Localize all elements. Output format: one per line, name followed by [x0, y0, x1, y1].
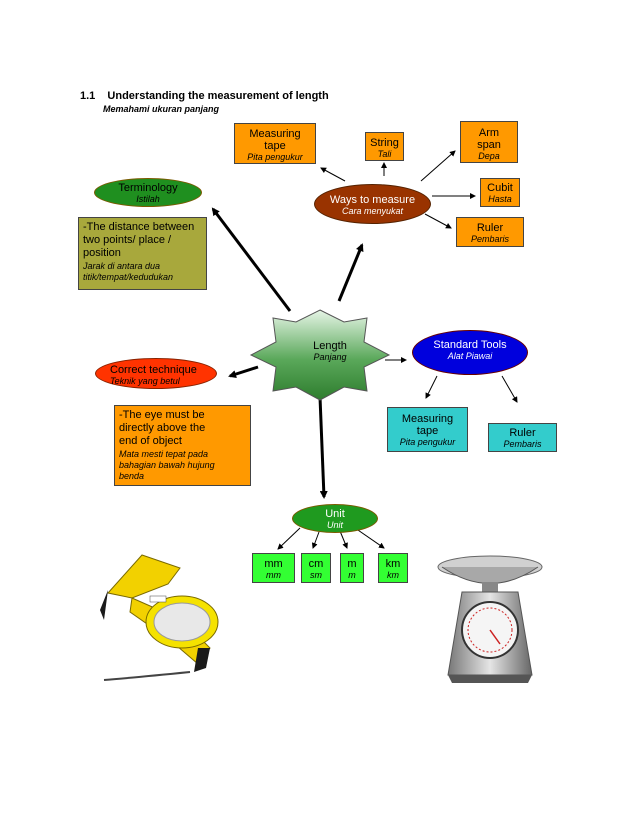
- ways-item-en: String: [370, 137, 399, 149]
- ways-item-measuring-tape: Measuring tape Pita pengukur: [234, 123, 316, 164]
- section-title: Understanding the measurement of length: [107, 90, 329, 102]
- unit-item-m: m m: [340, 553, 364, 583]
- arrow-unit-to-cm: [311, 531, 320, 549]
- unit-item-en: m: [347, 558, 357, 570]
- unit-node: Unit Unit: [292, 504, 378, 533]
- unit-item-ms: mm: [266, 570, 281, 580]
- ways-item-cubit: Cubit Hasta: [480, 178, 520, 207]
- ways-item-ms: Hasta: [488, 194, 512, 204]
- ways-to-measure-node: Ways to measure Cara menyukat: [314, 184, 431, 224]
- terminology-definition-ms: Jarak di antara dua titik/tempat/keduduk…: [83, 261, 174, 282]
- arrow-ways-to-armspan: [420, 150, 456, 182]
- ways-item-arm-span: Arm span Depa: [460, 121, 518, 163]
- ways-label: Ways to measure: [329, 194, 416, 206]
- standard-item-ms: Pembaris: [503, 439, 542, 449]
- arrow-unit-to-mm: [277, 527, 301, 550]
- technique-description-en: -The eye must be directly above the end …: [119, 409, 206, 447]
- terminology-label-ms: Istilah: [136, 194, 160, 204]
- ways-item-en: Arm span: [477, 127, 501, 151]
- arrow-unit-to-km: [354, 527, 385, 549]
- ways-item-en: Cubit: [487, 182, 513, 194]
- unit-item-ms: sm: [310, 570, 322, 580]
- standard-tools-label: Standard Tools: [433, 339, 507, 351]
- kitchen-scale-illustration: [437, 555, 543, 683]
- length-label-ms: Panjang: [313, 352, 347, 362]
- arrow-to-ways: [337, 243, 364, 302]
- terminology-definition: -The distance between two points/ place …: [78, 217, 207, 290]
- standard-item-ruler: Ruler Pembaris: [488, 423, 557, 452]
- length-star-shape: [249, 309, 391, 401]
- ways-item-ms: Tali: [377, 149, 392, 159]
- unit-item-cm: cm sm: [301, 553, 331, 583]
- unit-item-mm: mm mm: [252, 553, 295, 583]
- standard-item-ms: Pita pengukur: [399, 437, 456, 447]
- ways-item-ms: Depa: [478, 151, 500, 161]
- arrow-to-unit: [318, 396, 328, 499]
- arrow-unit-to-m: [339, 530, 348, 549]
- standard-item-en: Measuring tape: [401, 413, 454, 437]
- terminology-label: Terminology: [118, 182, 178, 194]
- ways-item-ruler: Ruler Pembaris: [456, 217, 524, 247]
- technique-label: Correct technique: [110, 364, 197, 376]
- arrow-standard-to-ruler: [501, 375, 518, 403]
- section-number: 1.1: [80, 90, 96, 102]
- standard-tools-label-ms: Alat Piawai: [447, 351, 493, 361]
- unit-item-ms: km: [387, 570, 399, 580]
- arrow-ways-to-ruler: [424, 213, 452, 229]
- technique-description: -The eye must be directly above the end …: [114, 405, 251, 486]
- arrow-to-technique: [228, 365, 259, 378]
- unit-item-km: km km: [378, 553, 408, 583]
- standard-item-en: Ruler: [509, 427, 536, 439]
- ways-label-ms: Cara menyukat: [341, 206, 404, 216]
- correct-technique-node: Correct technique Teknik yang betul: [95, 358, 217, 389]
- terminology-definition-en: -The distance between two points/ place …: [83, 221, 195, 259]
- section-heading: 1.1 Understanding the measurement of len…: [80, 90, 329, 102]
- length-label-en: Length: [313, 340, 347, 352]
- ways-item-ms: Pita pengukur: [247, 152, 303, 162]
- unit-item-en: km: [385, 558, 401, 570]
- technique-description-ms: Mata mesti tepat pada bahagian bawah huj…: [119, 449, 215, 481]
- section-subtitle: Memahami ukuran panjang: [103, 104, 220, 114]
- technique-label-ms: Teknik yang betul: [110, 376, 180, 386]
- unit-label-ms: Unit: [326, 520, 343, 530]
- arrow-to-terminology: [211, 207, 292, 312]
- unit-item-ms: m: [348, 570, 356, 580]
- length-center-label: Length Panjang: [290, 340, 370, 362]
- measuring-tape-illustration: [100, 554, 219, 681]
- standard-tools-node: Standard Tools Alat Piawai: [412, 330, 528, 375]
- arrow-ways-to-tape: [320, 167, 346, 182]
- terminology-node: Terminology Istilah: [94, 178, 202, 207]
- ways-item-en: Measuring tape: [249, 128, 301, 152]
- unit-label: Unit: [325, 508, 345, 520]
- arrow-standard-to-tape: [425, 375, 438, 399]
- unit-item-en: cm: [308, 558, 324, 570]
- ways-item-en: Ruler: [476, 222, 504, 234]
- standard-item-measuring-tape: Measuring tape Pita pengukur: [387, 407, 468, 452]
- ways-item-ms: Pembaris: [470, 234, 509, 244]
- ways-item-string: String Tali: [365, 132, 404, 161]
- unit-item-en: mm: [264, 558, 283, 570]
